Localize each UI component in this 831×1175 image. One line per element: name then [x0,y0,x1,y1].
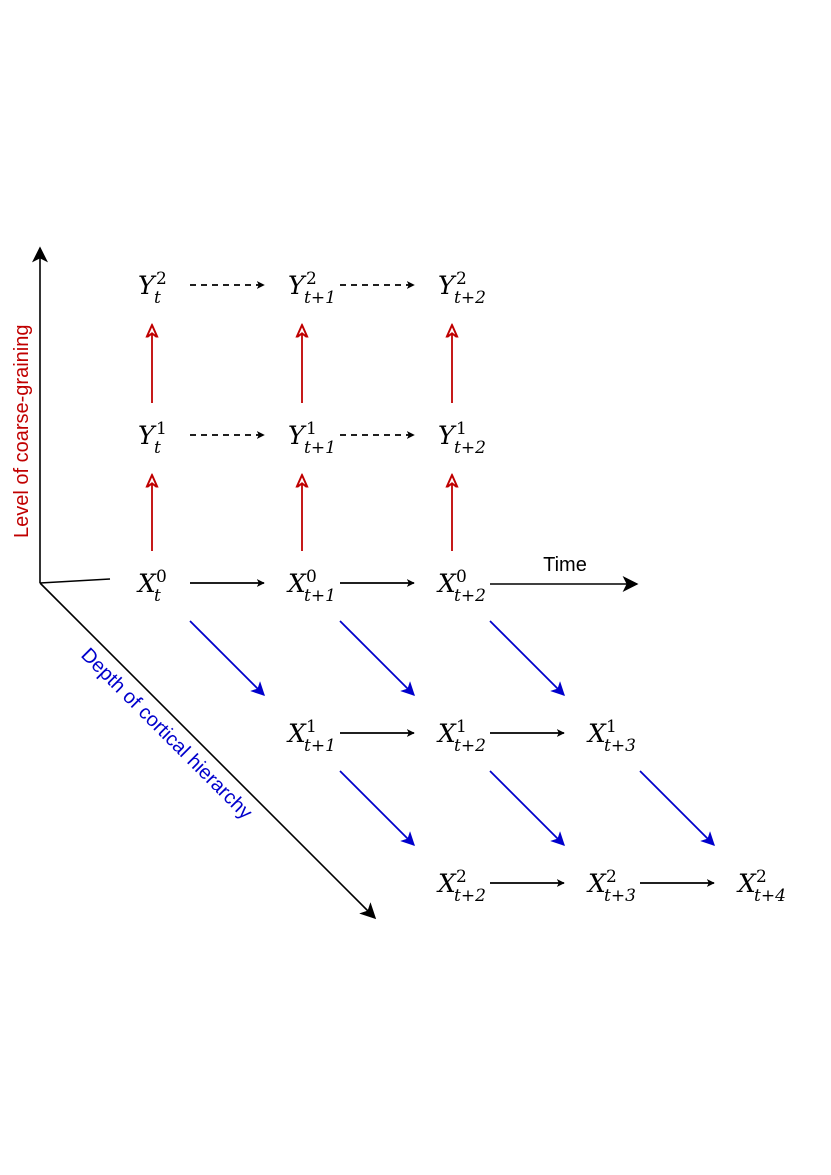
node-base: X [286,719,307,748]
node-label: Y [138,421,157,450]
node-base: X [436,569,457,598]
edges [152,281,715,887]
node-subscript: t+3 [604,886,636,906]
node-label: X [286,569,307,598]
time-axis-label: Time [543,554,587,576]
node-subscript: t+2 [454,438,486,458]
node-label: Y [288,421,307,450]
node-base: Y [138,271,157,300]
node-label: Y [138,271,157,300]
node-superscript: 0 [306,567,317,587]
node-label: X [436,719,457,748]
node-subscript: t+4 [754,886,786,906]
node-subscript: t+2 [454,586,486,606]
node-superscript: 2 [756,867,767,887]
node-superscript: 2 [456,867,467,887]
node-label: X [436,569,457,598]
vertical-axis-label: Level of coarse-graining [11,325,33,538]
diagonal-axis-label: Depth of cortical hierarchy [76,644,256,824]
node-superscript: 1 [156,419,167,439]
node-superscript: 0 [456,567,467,587]
node-base: X [736,869,757,898]
diagonal-axis-line [39,582,377,920]
node-label: Y [438,421,457,450]
node-superscript: 2 [306,269,317,289]
node-superscript: 1 [456,419,467,439]
node-superscript: 1 [456,717,467,737]
node-label: X [586,719,607,748]
node-label: X [286,719,307,748]
node-base: Y [288,271,307,300]
node-subscript: t+1 [304,438,336,458]
node-label: Y [288,271,307,300]
node-superscript: 0 [156,567,167,587]
node-label: X [586,869,607,898]
node-label: X [736,869,757,898]
node-subscript: t+2 [454,886,486,906]
node-subscript: t [154,586,161,606]
cortical-arrow-x1-t1-to-x2-t2 [339,770,415,846]
node-base: X [436,869,457,898]
node-superscript: 2 [456,269,467,289]
node-subscript: t+1 [304,288,336,308]
node-subscript: t+3 [604,736,636,756]
node-subscript: t+2 [454,288,486,308]
node-base: X [436,719,457,748]
node-superscript: 2 [606,867,617,887]
node-base: X [136,569,157,598]
cortical-arrow-x0-t-to-x1-t1 [189,620,265,696]
node-subscript: t+1 [304,736,336,756]
axes: Level of coarse-graining Depth of cortic… [11,246,639,920]
node-label: X [136,569,157,598]
node-superscript: 1 [606,717,617,737]
node-base: Y [138,421,157,450]
cortical-arrow-x0-t1-to-x1-t2 [339,620,415,696]
node-superscript: 1 [306,717,317,737]
node-label: X [436,869,457,898]
node-base: Y [438,421,457,450]
node-subscript: t+1 [304,586,336,606]
cortical-arrow-x0-t2-to-x1-t3 [489,620,565,696]
node-label: Y [438,271,457,300]
node-subscript: t [154,438,161,458]
node-subscript: t [154,288,161,308]
node-subscript: t+2 [454,736,486,756]
node-base: X [586,719,607,748]
node-base: Y [438,271,457,300]
horizontal-axis-stub [39,578,111,584]
node-base: X [586,869,607,898]
node-superscript: 2 [156,269,167,289]
node-superscript: 1 [306,419,317,439]
cortical-arrow-x1-t2-to-x2-t3 [489,770,565,846]
node-base: X [286,569,307,598]
cortical-arrow-x1-t3-to-x2-t4 [639,770,715,846]
node-base: Y [288,421,307,450]
